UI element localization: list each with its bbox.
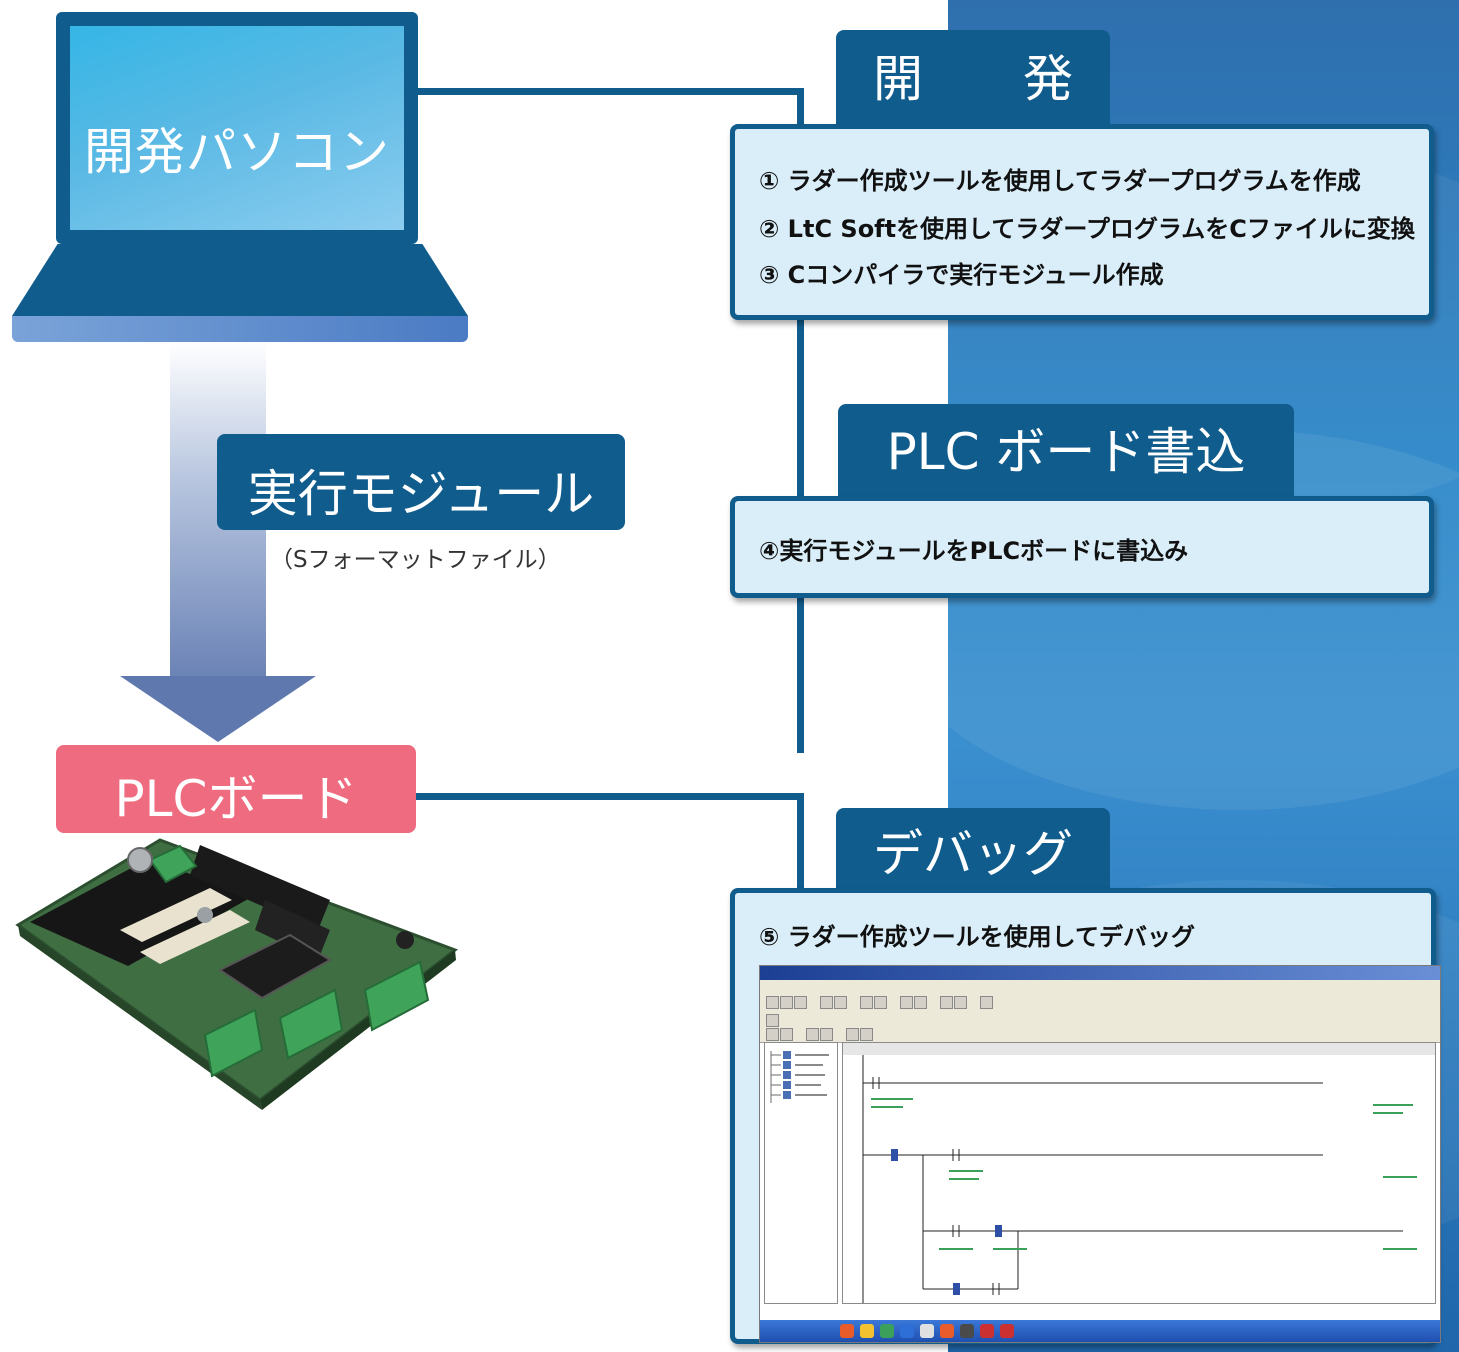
taskbar-app-icon	[880, 1324, 894, 1338]
toolbar-button	[780, 1028, 793, 1041]
step-item: ③ Cコンパイラで実行モジュール作成	[759, 261, 1164, 289]
connector-line	[416, 88, 800, 95]
screenshot-title-bar	[760, 966, 1440, 980]
toolbar-button	[780, 996, 793, 1009]
toolbar-button	[980, 996, 993, 1009]
section-panel-development: ① ラダー作成ツールを使用してラダープログラムを作成 ② LtC Softを使用…	[730, 124, 1434, 320]
module-title: 実行モジュール	[247, 465, 595, 523]
screenshot-menu-bar	[760, 980, 1440, 990]
laptop-screen: 開発パソコン	[56, 12, 418, 244]
section-title: 開 発	[873, 50, 1073, 108]
laptop-keyboard	[12, 244, 468, 316]
section-title: PLC ボード書込	[886, 423, 1246, 481]
ladder-diagram	[862, 1055, 1417, 1303]
connector-line	[797, 793, 804, 893]
taskbar-app-icon	[960, 1324, 974, 1338]
ladder-header	[843, 1043, 1435, 1055]
toolbar-button	[954, 996, 967, 1009]
taskbar-app-icon	[920, 1324, 934, 1338]
section-tab-debug: デバッグ	[836, 808, 1110, 900]
toolbar-button	[914, 996, 927, 1009]
toolbar-button	[820, 1028, 833, 1041]
connector-line	[416, 793, 800, 800]
step-item: ④実行モジュールをPLCボードに書込み	[759, 537, 1189, 565]
toolbar-button	[806, 1028, 819, 1041]
module-subtitle: （Sフォーマットファイル）	[270, 547, 561, 573]
debug-screenshot	[759, 965, 1441, 1343]
toolbar-button	[846, 1028, 859, 1041]
taskbar-app-icon	[1000, 1324, 1014, 1338]
step-item: ① ラダー作成ツールを使用してラダープログラムを作成	[759, 167, 1361, 195]
toolbar-button	[766, 1014, 779, 1027]
taskbar-app-icon	[940, 1324, 954, 1338]
plc-title: PLCボード	[114, 770, 358, 828]
toolbar-button	[766, 996, 779, 1009]
laptop-title: 開発パソコン	[84, 123, 390, 181]
taskbar-app-icon	[980, 1324, 994, 1338]
screenshot-body	[760, 1042, 1440, 1318]
laptop-display: 開発パソコン	[70, 26, 404, 230]
tree-lines	[770, 1051, 829, 1103]
toolbar-button	[820, 996, 833, 1009]
section-tab-write: PLC ボード書込	[838, 404, 1294, 500]
module-box: 実行モジュール	[217, 434, 625, 530]
toolbar-button	[860, 1028, 873, 1041]
toolbar-button	[874, 996, 887, 1009]
section-panel-write: ④実行モジュールをPLCボードに書込み	[730, 496, 1434, 598]
screenshot-toolbar	[760, 990, 1440, 1043]
connector-line	[797, 88, 804, 753]
taskbar	[760, 1320, 1440, 1342]
plc-box: PLCボード	[56, 745, 416, 833]
taskbar-app-icon	[860, 1324, 874, 1338]
step-item: ⑤ ラダー作成ツールを使用してデバッグ	[759, 923, 1195, 951]
toolbar-button	[834, 996, 847, 1009]
project-tree	[764, 1042, 838, 1304]
taskbar-app-icon	[900, 1324, 914, 1338]
ladder-editor	[842, 1042, 1436, 1304]
toolbar-button	[794, 996, 807, 1009]
toolbar-button	[766, 1028, 779, 1041]
taskbar-app-icon	[840, 1324, 854, 1338]
toolbar-button	[940, 996, 953, 1009]
section-panel-debug: ⑤ ラダー作成ツールを使用してデバッグ	[730, 888, 1441, 1344]
toolbar-button	[860, 996, 873, 1009]
section-title: デバッグ	[873, 825, 1073, 883]
toolbar-button	[900, 996, 913, 1009]
step-item: ② LtC Softを使用してラダープログラムをCファイルに変換	[759, 215, 1415, 243]
laptop-edge	[12, 316, 468, 342]
section-tab-development: 開 発	[836, 30, 1110, 128]
